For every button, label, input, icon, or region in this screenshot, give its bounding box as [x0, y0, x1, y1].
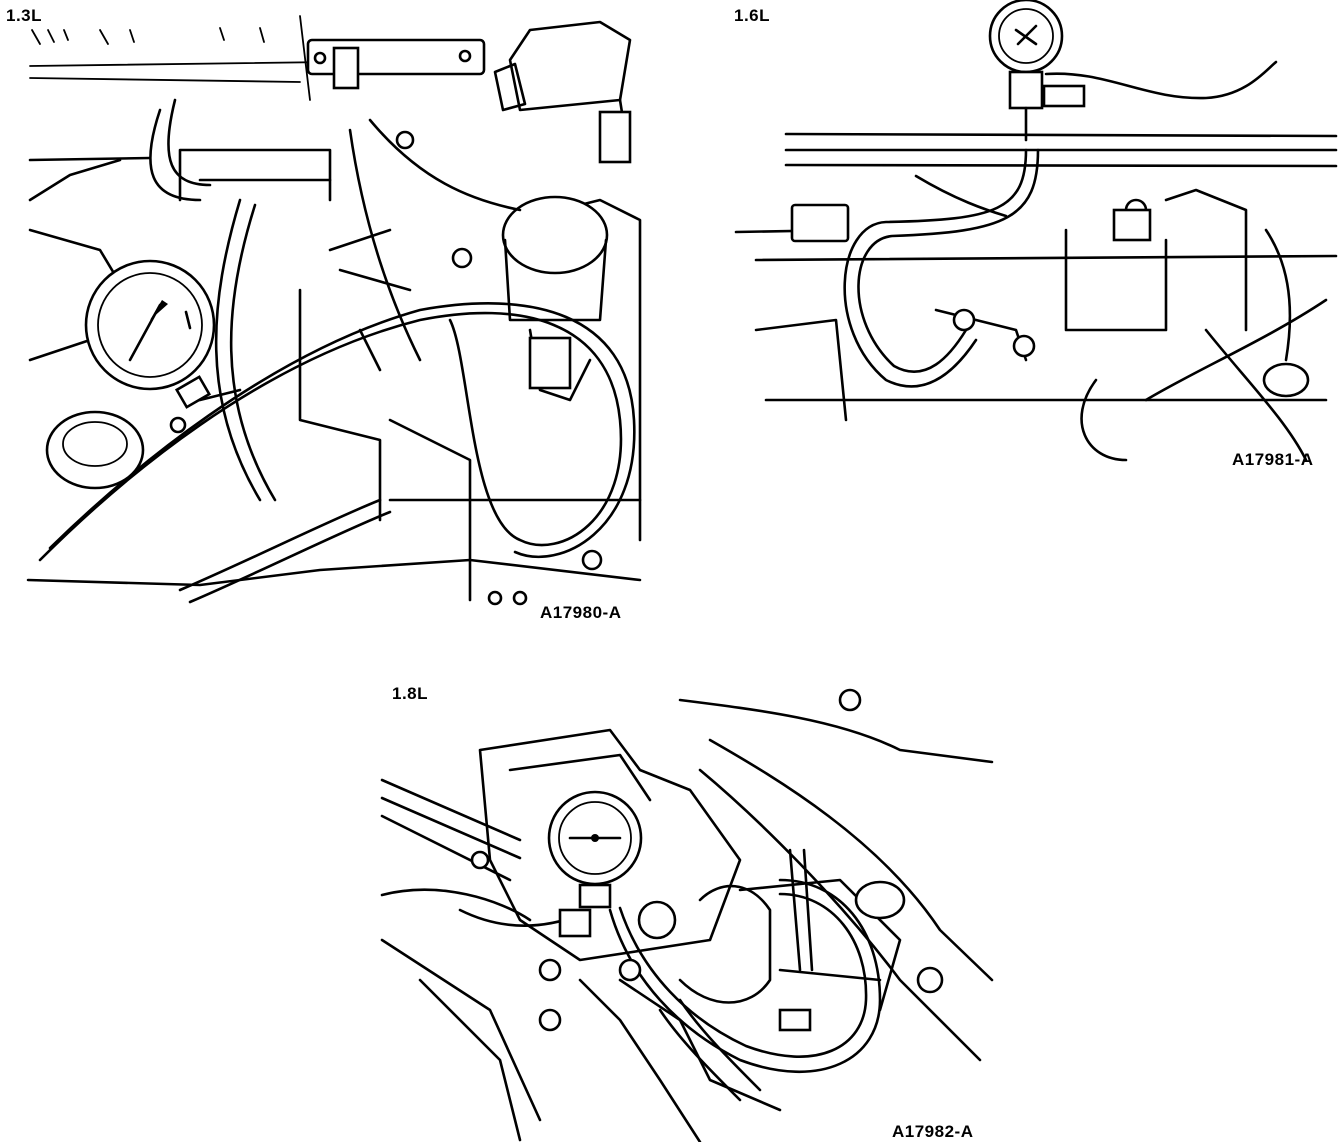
panel-1-6l: 1.6L: [726, 0, 1344, 480]
fittings: [470, 688, 944, 1032]
hood-edge: [784, 60, 1338, 168]
engine-drawing-1-8l: [380, 688, 994, 1142]
filler-cap-icon: [45, 410, 145, 490]
figure-id: A17982-A: [892, 1122, 974, 1141]
fuel-hose: [843, 148, 1040, 388]
hood-edge: [380, 698, 994, 1142]
fittings: [169, 130, 603, 606]
fittings: [790, 198, 1310, 398]
engine-label: 1.8L: [392, 684, 429, 703]
engine-label: 1.6L: [734, 6, 771, 25]
engine-drawing-1-3l: [26, 15, 642, 606]
intake-tube: [658, 884, 772, 1102]
connector-block: [306, 38, 486, 90]
panel-1-3l: 1.3L: [0, 0, 660, 630]
pressure-gauge-icon: [547, 790, 643, 909]
figure-id: A17980-A: [540, 603, 622, 622]
engine-block: [478, 728, 902, 1142]
pressure-gauge-icon: [84, 259, 242, 409]
engine-drawing-1-6l: [734, 0, 1338, 462]
figure-id: A17981-A: [1232, 450, 1314, 469]
fuel-filter: [501, 195, 609, 402]
engine-label: 1.3L: [6, 6, 43, 25]
panel-1-8l: 1.8L: [380, 680, 1000, 1142]
actuator-canister: [493, 20, 632, 164]
fuel-hose: [38, 98, 636, 604]
pressure-gauge-icon: [988, 0, 1086, 142]
